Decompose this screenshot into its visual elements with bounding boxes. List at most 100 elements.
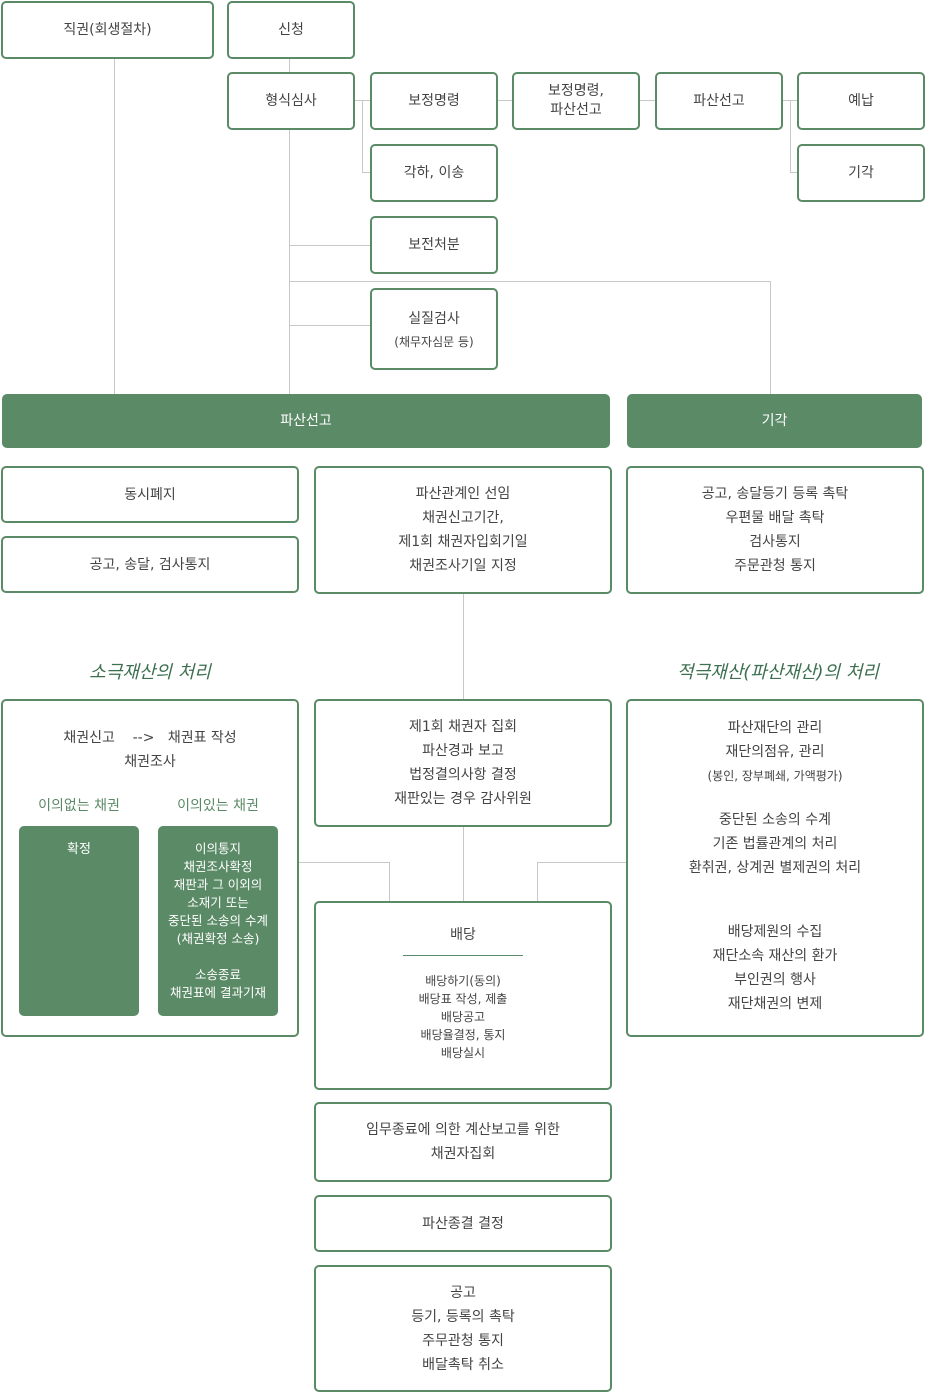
label: 기각 (848, 165, 874, 181)
line: 채권조사기일 지정 (409, 558, 517, 574)
line: 중단된 소송의 수계 (719, 812, 831, 828)
note: (봉인, 장부폐쇄, 가액평가) (707, 769, 843, 783)
connector (463, 826, 464, 901)
line: 환취권, 상계권 별제권의 처리 (688, 860, 862, 876)
label: 공고, 송달, 검사통지 (89, 556, 211, 573)
correction-order-box: 보정명령 (370, 72, 498, 130)
connector (537, 862, 538, 901)
label: 보전처분 (408, 237, 460, 253)
connector (362, 100, 363, 172)
line: 채권표에 결과기재 (170, 985, 266, 1000)
line: 검사통지 (749, 534, 801, 550)
label: 형식심사 (265, 93, 317, 109)
line: 채권신고 --> 채권표 작성 (63, 730, 237, 746)
label: 보정명령, (548, 83, 604, 99)
deposit-box: 예납 (797, 72, 925, 130)
line: 소재기 또는 (187, 895, 249, 910)
line: 파산재단의 관리 (727, 720, 823, 736)
line: 배당공고 (440, 1010, 486, 1024)
line: 공고 (450, 1284, 476, 1301)
label: 기각 (761, 413, 788, 429)
connector (463, 593, 464, 699)
bankruptcy-declaration-box: 파산선고 (655, 72, 783, 130)
connector (790, 172, 797, 173)
line: 채권조사 (124, 754, 176, 770)
line: 채권신고기간, (422, 510, 504, 526)
line: 파산관계인 선임 (415, 486, 511, 502)
connector (389, 862, 390, 901)
line: 법정결의사항 결정 (409, 767, 517, 783)
line: 배당실시 (440, 1046, 486, 1060)
label: 보정명령 (408, 93, 460, 109)
connector (289, 58, 290, 72)
line: 파산경과 보고 (422, 743, 504, 759)
line: 재단채권의 변제 (727, 996, 823, 1012)
line: 채권자집회 (430, 1146, 496, 1162)
connector (362, 172, 370, 173)
label: 동시폐지 (124, 486, 176, 503)
line: 배달촉탁 취소 (422, 1356, 504, 1373)
dismissal-transfer-box: 각하, 이송 (370, 144, 498, 202)
bankruptcy-bar: 파산선고 (2, 394, 610, 448)
label: 파산선고 (280, 413, 332, 429)
preservation-box: 보전처분 (370, 216, 498, 274)
label: 신청 (278, 22, 304, 38)
divider (403, 955, 523, 956)
rejection-box: 기각 (797, 144, 925, 202)
confirmed-box: 확정 (19, 826, 139, 1016)
line: 배당표 작성, 제출 (418, 992, 508, 1006)
line: 소송종료 (194, 967, 241, 982)
connector (790, 100, 791, 172)
application-box: 신청 (227, 1, 355, 59)
connector (770, 281, 771, 394)
line: 채권조사확정 (183, 859, 253, 874)
connector (289, 245, 370, 246)
line: (채권확정 소송) (176, 931, 260, 946)
line: 부인권의 행사 (734, 972, 816, 988)
line: 배당율결정, 통지 (420, 1028, 506, 1042)
note: (채무자심문 등) (394, 335, 474, 349)
connector (114, 58, 115, 394)
label: 예납 (848, 93, 874, 109)
line: 이의통지 (194, 841, 241, 856)
connector (782, 100, 797, 101)
formal-review-box: 형식심사 (227, 72, 355, 130)
line: 등기, 등록의 촉탁 (411, 1308, 515, 1325)
line: 배당제원의 수집 (727, 924, 823, 940)
connector (537, 862, 626, 863)
termination-box: 파산종결 결정 (314, 1195, 612, 1252)
label: 각하, 이송 (403, 165, 465, 181)
line: 배당하기(동의) (425, 974, 501, 988)
line: 제1회 채권자 집회 (409, 719, 517, 735)
substantive-review-box: 실질검사 (채무자심문 등) (370, 288, 498, 370)
connector (289, 281, 770, 282)
label: 실질검사 (408, 311, 460, 327)
label: 파산선고 (693, 93, 745, 109)
line: 재판과 그 이외의 (173, 877, 263, 892)
line: 제1회 채권자입회기일 (398, 534, 528, 550)
connector (639, 100, 655, 101)
no-objection-label: 이의없는 채권 (38, 798, 120, 814)
ex-officio-box: 직권(회생절차) (1, 1, 214, 59)
passive-assets-heading: 소극재산의 처리 (89, 662, 211, 683)
line: 주무관청 통지 (422, 1332, 504, 1349)
label: 확정 (67, 842, 91, 857)
line: 임무종료에 의한 계산보고를 위한 (366, 1122, 560, 1138)
title: 배당 (450, 927, 476, 943)
rejection-bar: 기각 (627, 394, 922, 448)
line: 중단된 소송의 수계 (168, 913, 268, 928)
line: 재판있는 경우 감사위원 (394, 791, 532, 807)
line: 공고, 송달등기 등록 촉탁 (701, 486, 849, 502)
connector (497, 100, 512, 101)
label: 직권(회생절차) (63, 22, 152, 38)
connector (289, 129, 290, 394)
line: 우편물 배달 촉탁 (725, 510, 825, 526)
objection-label: 이의있는 채권 (177, 798, 259, 814)
correction-bankruptcy-box: 보정명령,파산선고 (512, 72, 640, 130)
